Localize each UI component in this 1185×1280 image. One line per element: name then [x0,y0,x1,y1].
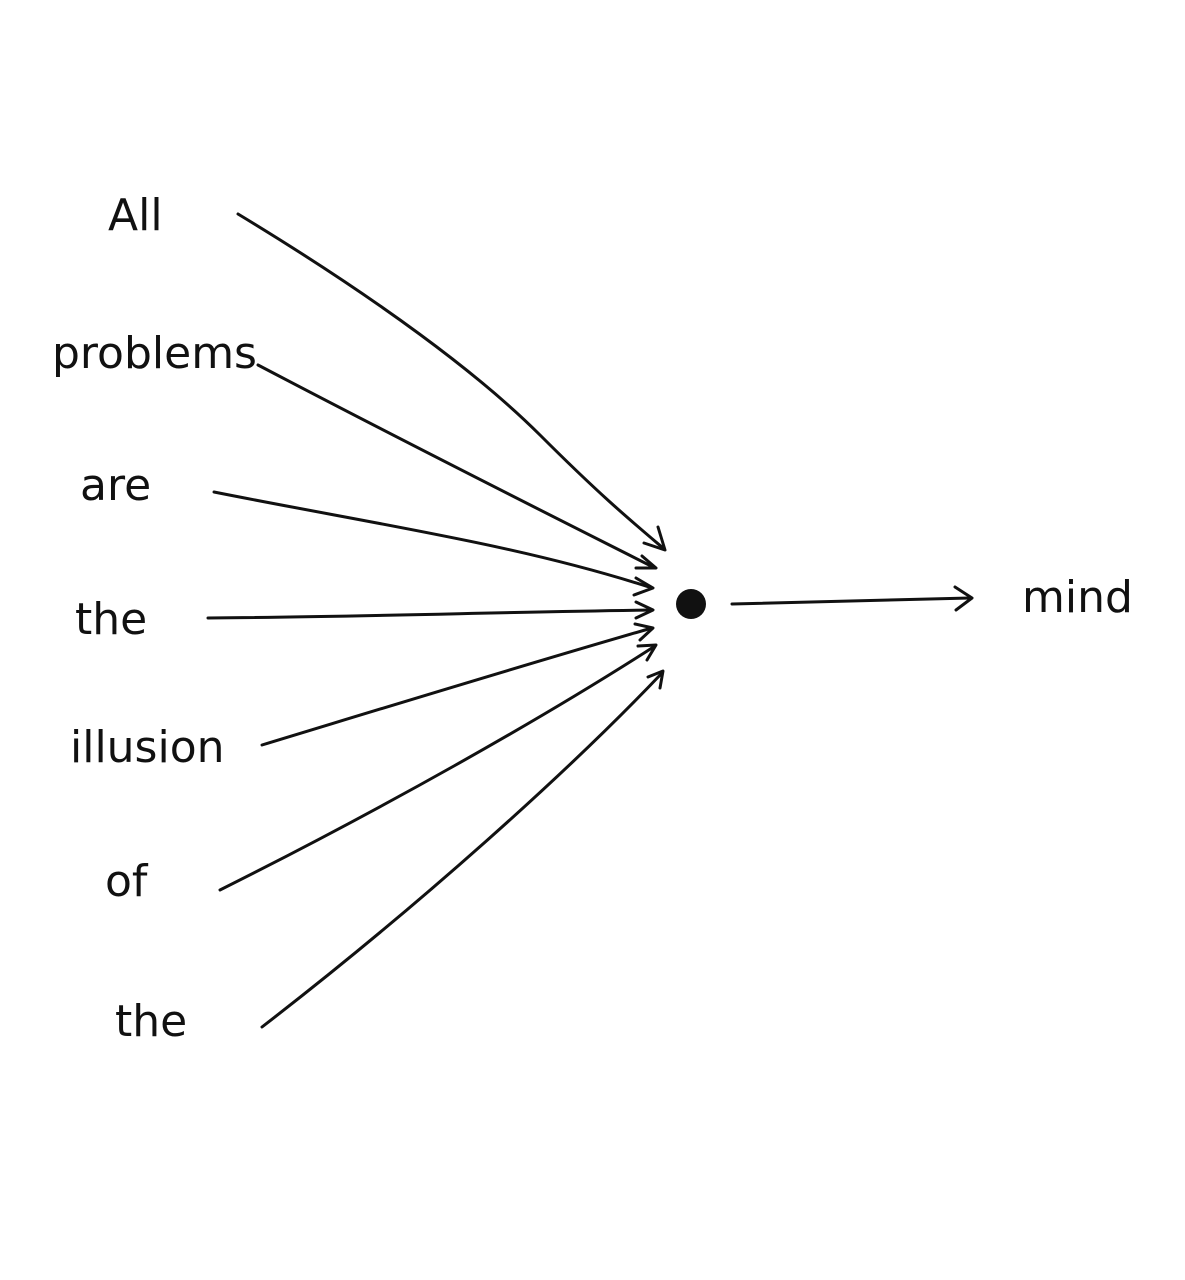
arrow-to-mind [730,585,974,612]
word-the-2: the [115,996,187,1047]
arrow-from-illusion [260,622,655,747]
word-problems: problems [52,328,257,379]
arrow-from-of [218,643,658,892]
word-mind: mind [1022,572,1133,623]
arrow-from-the-2 [260,669,665,1029]
arrow-from-problems [256,363,658,570]
word-all: All [108,190,163,241]
arrow-from-are [212,490,655,597]
arrow-from-all [236,212,667,552]
word-the-1: the [75,594,147,645]
arrow-from-the-1 [206,600,655,620]
convergence-dot [676,589,706,619]
word-illusion: illusion [70,722,225,773]
word-of: of [105,856,149,907]
word-are: are [80,460,151,511]
